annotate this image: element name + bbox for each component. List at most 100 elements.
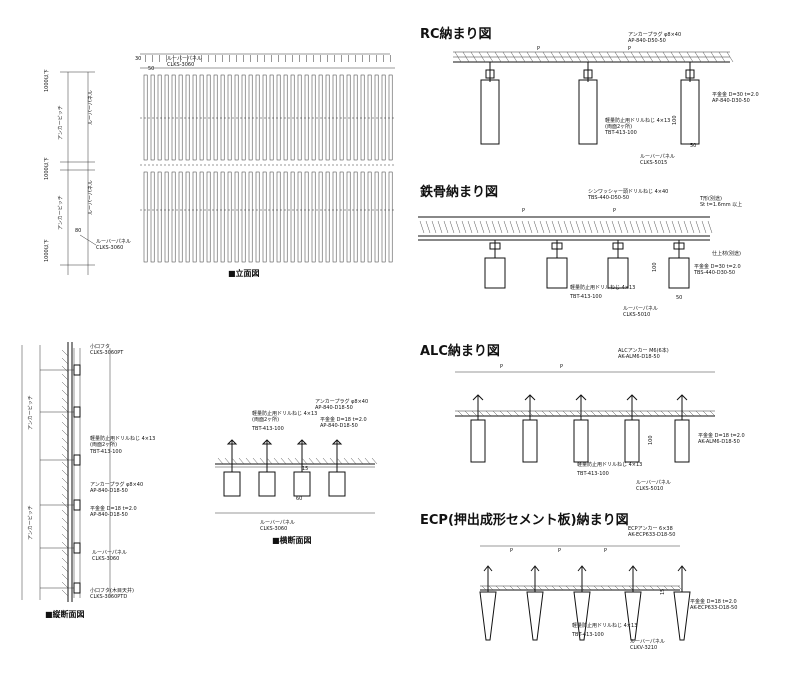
louver-slat [192, 171, 197, 263]
horizontal-section-details [217, 439, 378, 497]
louver-slat [262, 74, 267, 161]
alc-hatch [632, 410, 639, 417]
louver-slat [318, 171, 323, 263]
ecp-hatch [677, 585, 683, 591]
louver-slat [178, 74, 183, 161]
rc-hatch [718, 51, 726, 63]
steel-hatch [581, 220, 587, 234]
alc-anchor-head [524, 394, 536, 401]
hs-panel [223, 471, 241, 497]
rc-tbt: TBT-413-100 [604, 130, 637, 136]
louver-slat [206, 74, 211, 161]
anchor-pitch-label: アンカーピッチ [58, 105, 64, 140]
hs-hatch [294, 457, 301, 465]
ecp-p1: P [510, 548, 513, 554]
steel-hatch [599, 220, 605, 234]
ecp-hatch [565, 585, 571, 591]
louver-slat [171, 74, 176, 161]
ecp-detail: ECP(押出成形セメント板)納まり図 P P P ECPアンカー 6×38 AK… [420, 512, 737, 651]
steel-hatch [707, 220, 713, 234]
steel-detail: 鉄骨納まり図 P P シンワッシャー頭ドリルねじ 4×40 TBS-440-D5… [418, 184, 742, 318]
alc-panel [522, 419, 538, 463]
vs-bracket [73, 364, 81, 376]
steel-drill: 軽量防止用ドリルねじ 4×13 [570, 284, 635, 291]
vs-hatch [61, 525, 69, 533]
hs-hatch [322, 457, 329, 465]
hs-hatch [252, 457, 259, 465]
steel-hatch [551, 220, 557, 234]
vs-hatch [61, 557, 69, 565]
hs-hatch [259, 457, 266, 465]
elev-top-louver: ルーバーパネル [167, 56, 202, 62]
louver-slat [346, 171, 351, 263]
steel-hatch [425, 220, 431, 234]
alc-hatch [709, 410, 716, 417]
louver-slats [140, 55, 395, 263]
alc-hatch [506, 410, 513, 417]
alc-hatch [660, 410, 667, 417]
vs-ptd: CLKS-3060PTD [90, 594, 127, 600]
hs-panel [328, 471, 346, 497]
ecp-tbt: TBT-413-100 [571, 632, 604, 638]
alc-hatch [555, 410, 562, 417]
rc-hatch [534, 51, 542, 63]
vs-hatch [61, 413, 69, 421]
alc-hatch [611, 410, 618, 417]
pitch-label-3: 1000以下 [44, 239, 50, 262]
alc-hatch [625, 410, 632, 417]
vs-hatch [61, 573, 69, 581]
steel-hatch [569, 220, 575, 234]
vs-bracket [73, 454, 81, 466]
hs-hatch [238, 457, 245, 465]
ecp-ak: AK-ECP633-D18-50 [628, 532, 675, 538]
alc-100: 100 [648, 435, 654, 445]
alc-hatch [548, 410, 555, 417]
alc-hatch [534, 410, 541, 417]
rc-hatch [622, 51, 630, 63]
vs-hatch [61, 589, 69, 597]
vs-hatch [61, 389, 69, 397]
ecp-anchor-head [577, 565, 587, 572]
hs-ap: AP-840-D18-50 [315, 405, 353, 411]
hs-panel [293, 471, 311, 497]
vs-hatch [61, 469, 69, 477]
rc-hatch [630, 51, 638, 63]
hs-hatch [371, 457, 378, 465]
steel-panels [419, 220, 713, 289]
steel-hatch [449, 220, 455, 234]
ecp-anchor-head [628, 565, 638, 572]
rc-panel [578, 79, 598, 145]
anchor-pitch-label-2: アンカーピッチ [58, 195, 64, 230]
ecp-hatch [649, 585, 655, 591]
alc-hatch [674, 410, 681, 417]
steel-tbs: TBS-440-D50-50 [587, 195, 629, 201]
hs-tbt: TBT-413-100 [251, 426, 284, 432]
louver-slat [339, 74, 344, 161]
vs-hatch [61, 549, 69, 557]
ecp-hatch [516, 585, 522, 591]
alc-anchor-head [575, 394, 587, 401]
alc-ak: AK-ALM6-D18-50 [618, 354, 660, 360]
ecp-hatch [495, 585, 501, 591]
rc-code: CLKS-5015 [640, 160, 667, 166]
steel-hatch [653, 220, 659, 234]
louver-slat [339, 171, 344, 263]
ecp-hatch [663, 585, 669, 591]
rc-louver: ルーバーパネル [640, 154, 675, 160]
vs-hatch [61, 541, 69, 549]
steel-hatch [695, 220, 701, 234]
ecp-hatch [509, 585, 515, 591]
ecp-hatch [600, 585, 606, 591]
alc-hatch [646, 410, 653, 417]
vs-hatch [61, 493, 69, 501]
rc-drill: 軽量防止用ドリルねじ 4×13 [605, 117, 670, 124]
vs-hatch [61, 445, 69, 453]
hs-hatch [280, 457, 287, 465]
alc-hatch [688, 410, 695, 417]
louver-slat [157, 74, 162, 161]
ecp-p2: P [558, 548, 561, 554]
louver-slat [283, 171, 288, 263]
alc-code: CLKS-5010 [636, 486, 663, 492]
ecp-anchor-head [483, 565, 493, 572]
